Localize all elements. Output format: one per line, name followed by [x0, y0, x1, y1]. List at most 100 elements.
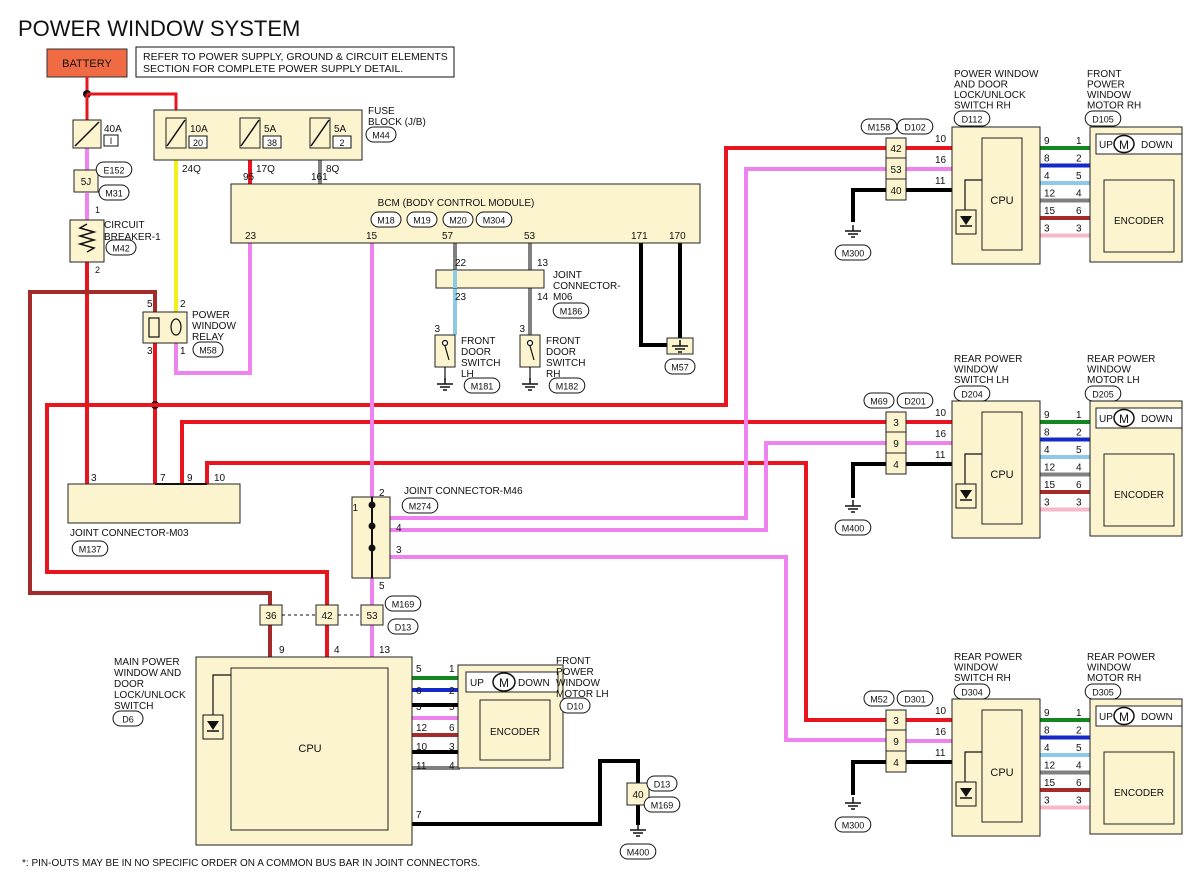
connector-id-d304: D304	[961, 688, 983, 698]
diode-icon	[960, 490, 972, 499]
joint-connector-m06	[435, 269, 545, 289]
pin-label: 15	[1044, 206, 1056, 217]
pin-label: 4	[334, 645, 340, 656]
pin-label: 3	[1076, 224, 1082, 235]
inline-pin: 3	[893, 418, 899, 429]
pin-label: 11	[935, 176, 946, 187]
switch-lead	[964, 179, 982, 210]
inline-pin: 9	[893, 737, 899, 748]
wire-m46-front-rh	[390, 167, 886, 520]
jc-m06-label: CONNECTOR-	[553, 281, 621, 292]
bcm-label: BCM (BODY CONTROL MODULE)	[378, 198, 535, 209]
connector-id-m57: M57	[671, 363, 689, 373]
main-switch-label: WINDOW AND	[114, 668, 181, 679]
pin-label: 7	[160, 473, 166, 484]
connector-id-d105: D105	[1092, 115, 1114, 125]
pin-label: 9	[187, 473, 193, 484]
motor-icon	[1113, 134, 1135, 154]
connector-id: M182	[556, 382, 579, 392]
connector-id-ground-pill	[834, 816, 872, 833]
motor-down-label: DOWN	[1141, 414, 1173, 425]
jc-m06-label: M06	[553, 292, 573, 303]
junction-dot	[368, 522, 376, 530]
wire-to-front-rh	[155, 146, 886, 407]
pin-label: 10	[416, 742, 428, 753]
cpu-label: CPU	[990, 767, 1013, 779]
pin-label: 5	[147, 299, 153, 310]
ground-icon	[672, 340, 688, 353]
ground-icon	[845, 797, 861, 810]
door-switch-label: RH	[546, 369, 560, 380]
ground-icon	[845, 500, 861, 513]
joint-connector-m03	[67, 483, 241, 524]
connector-id-m169: M169	[651, 801, 674, 811]
fuse-icon	[310, 119, 330, 147]
pin-label: 1	[352, 503, 358, 514]
pin-label: 1	[95, 205, 100, 215]
connector-id-m42-pill	[105, 239, 137, 256]
rear-rh-switch-label: WINDOW	[954, 663, 998, 674]
pin-label: 1	[1076, 136, 1082, 147]
motor-up-label: UP	[1099, 414, 1113, 425]
pin-label: 3	[396, 545, 402, 556]
motor-letter: M	[1119, 138, 1129, 152]
main-switch-cpu	[230, 667, 389, 831]
connector-id-d6-pill	[112, 710, 144, 727]
pin-label: 5	[449, 702, 455, 713]
pin-label: 10	[935, 706, 947, 717]
connector-id-m58-pill	[192, 341, 224, 358]
rear-rh-switch-label: SWITCH RH	[954, 673, 1011, 684]
pin-label: 23	[455, 292, 467, 303]
pin-label: 8	[1044, 428, 1050, 439]
wire-to-rear-rh	[205, 461, 886, 722]
fuse-amp: 5A	[334, 124, 347, 135]
pin-label: 13	[379, 645, 391, 656]
motor-up-label: UP	[1099, 712, 1113, 723]
fuse-num: 38	[267, 138, 277, 148]
pin-label: 2	[1076, 154, 1082, 165]
connector-id-bcm-pill	[370, 211, 402, 228]
wire-to-42	[45, 403, 329, 605]
inline-pin: 4	[893, 758, 899, 769]
pin-label: 4	[1044, 171, 1050, 182]
connector-id-m400-pill	[619, 843, 657, 860]
fusible-link-num-box	[103, 134, 119, 147]
encoder-box	[1103, 751, 1175, 825]
pin-label: 9	[1044, 410, 1050, 421]
fuse-icon	[166, 119, 186, 147]
pin-label: 3	[1044, 498, 1050, 509]
rear-lh-motor-label: MOTOR LH	[1087, 375, 1140, 386]
pin-label: 8	[1044, 154, 1050, 165]
pin-label: 5	[379, 581, 385, 592]
pin-label: 3	[449, 742, 455, 753]
fuse-amp: 5A	[264, 124, 277, 135]
rear-rh-motor-label: MOTOR RH	[1087, 673, 1141, 684]
connector-id-d13: D13	[654, 780, 671, 790]
pin-label: 10	[935, 134, 947, 145]
connector-id-ground: M300	[842, 249, 865, 259]
cpu-label: CPU	[298, 743, 321, 755]
fuse-icon	[240, 119, 260, 147]
pin-label: 3	[147, 346, 153, 357]
pin-label: 6	[1076, 206, 1082, 217]
pin-label: 9	[1044, 136, 1050, 147]
rear-rh-motor-label: REAR POWER	[1087, 652, 1155, 663]
switch-lead	[964, 751, 982, 782]
encoder-label: ENCODER	[1114, 216, 1164, 227]
motor-letter: M	[499, 676, 509, 690]
connector-id-m186: M186	[560, 307, 583, 317]
encoder-label: ENCODER	[1114, 788, 1164, 799]
pin-label: 16	[935, 429, 947, 440]
connector-id-d112-pill	[953, 110, 991, 127]
pin-label: 95	[243, 172, 255, 183]
connector-id-d205-pill	[1084, 385, 1122, 402]
fuse-num-box	[188, 135, 208, 149]
connector-id-d205: D205	[1092, 390, 1114, 400]
pin-label: 9	[1044, 708, 1050, 719]
connector-id: D301	[904, 695, 926, 705]
pin-label: 57	[442, 231, 454, 242]
encoder-label: ENCODER	[490, 727, 540, 738]
pin-label: 15	[1044, 778, 1056, 789]
pin-label: 1	[1076, 410, 1082, 421]
connector-id-d13-pill	[387, 618, 419, 635]
